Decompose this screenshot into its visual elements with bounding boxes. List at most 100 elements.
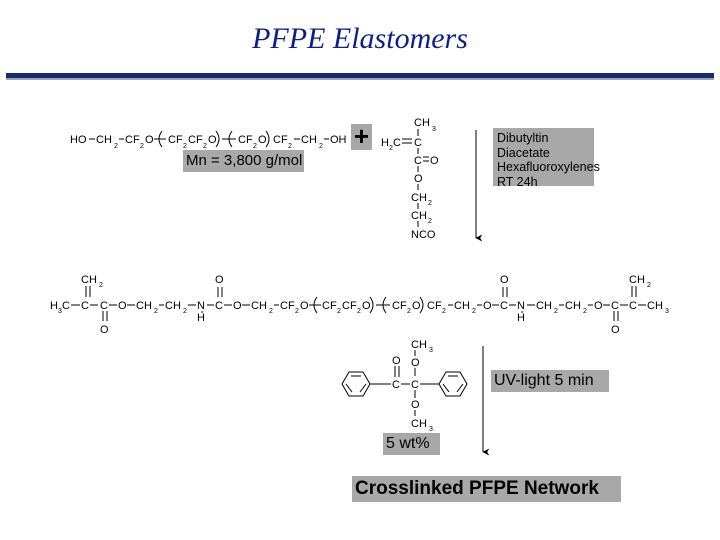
prod-bb-cf2-a: CF: [322, 300, 337, 312]
prod-right-ch2-a-sub: 2: [583, 308, 587, 315]
prod-left-h3c-sub: 3: [58, 308, 62, 315]
prod-bb-o-a: O: [362, 300, 371, 312]
plus-sign: +: [351, 123, 372, 150]
prod-right-urethane-o-top: O: [500, 274, 509, 286]
iem-ester-o: O: [414, 173, 423, 185]
prod-left-nh: H: [197, 312, 205, 324]
iem-ch3-sub: 3: [432, 126, 436, 133]
diol-ch2-a: CH: [96, 134, 112, 146]
prod-right-nh: H: [517, 312, 525, 324]
prod-left-c2: C: [100, 300, 108, 312]
prod-right-ch2-b: CH: [536, 300, 552, 312]
diol-cf2-a-sub: 2: [140, 143, 144, 150]
diol-cf2-e-sub: 2: [288, 143, 292, 150]
prod-left-h3c-c: C: [62, 300, 70, 312]
iem-carbonyl-o: O: [430, 155, 439, 167]
page-title: PFPE Elastomers: [252, 22, 468, 55]
diol-cf2-d-sub: 2: [253, 143, 257, 150]
isocyanatoethyl-methacrylate: CH 3 H 2 C C C O O CH 2 CH 2 NCO: [381, 117, 439, 241]
prod-left-ch2-c: CH: [251, 300, 267, 312]
prod-left-cf2-o: O: [300, 300, 309, 312]
prod-right-c1: C: [629, 300, 637, 312]
dmpa-ch3-bottom: CH: [411, 418, 427, 430]
prod-right-n: N: [517, 300, 525, 312]
iem-c2: C: [414, 155, 422, 167]
photoinitiator-dmpa: C O C O CH 3 O CH 3: [341, 339, 468, 433]
prod-left-urethane-o-top: O: [215, 274, 224, 286]
prod-left-carbonyl-o: O: [100, 324, 109, 336]
diol-ch2-a-sub: 2: [114, 143, 118, 150]
prod-bb-cf2-d-sub: 2: [442, 308, 446, 315]
diol-o-c: O: [258, 134, 267, 146]
prod-left-h3c: H: [50, 300, 58, 312]
prod-left-urethane-o: O: [233, 300, 242, 312]
iem-ch2-a: CH: [411, 192, 427, 204]
diol-oh: OH: [330, 134, 347, 146]
prod-left-cf2: CF: [280, 300, 295, 312]
reaction-conditions: Dibutyltin Diacetate Hexafluoroxylenes R…: [493, 128, 600, 189]
photoinitiator-amount-label: 5 wt%: [383, 433, 440, 455]
time-label: RT 24h: [497, 174, 538, 189]
iem-h2c: H: [381, 137, 389, 149]
prod-left-ch2-c-sub: 2: [269, 308, 273, 315]
diol-cf2-c-sub: 2: [203, 143, 207, 150]
product-label: Crosslinked PFPE Network: [352, 476, 621, 502]
dmpa-carbonyl-o: O: [392, 355, 401, 367]
iem-c1: C: [414, 137, 422, 149]
iem-ch2-b-sub: 2: [428, 218, 432, 225]
prod-right-ch3-sub: 3: [665, 308, 669, 315]
pfpe-diol: HO CH 2 CF 2 O CF 2 CF 2 O CF 2 O CF 2 C…: [70, 130, 347, 150]
prod-left-cf2-sub: 2: [295, 308, 299, 315]
prod-left-ester-o: O: [118, 300, 127, 312]
prod-bb-cf2-c: CF: [392, 300, 407, 312]
iem-nco: NCO: [411, 229, 436, 241]
prod-right-carbonyl-o: O: [611, 324, 620, 336]
prod-bb-o-b: O: [412, 300, 421, 312]
dmpa-methoxy-o-bottom: O: [411, 399, 420, 411]
prod-bb-cf2-b-sub: 2: [357, 308, 361, 315]
prod-left-ch2-a: CH: [136, 300, 152, 312]
solvent-label: Hexafluoroxylenes: [497, 160, 600, 174]
pfpe-dimethacrylate: CH 2 H 3 C C C O O CH 2 CH 2 N H C O O C…: [50, 274, 669, 336]
prod-bb-cf2-b: CF: [342, 300, 357, 312]
prod-right-ch2-top: CH: [629, 274, 645, 286]
iem-ch2-b: CH: [411, 210, 427, 222]
dmpa-quaternary-c: C: [411, 379, 419, 391]
prod-right-urethane-c: C: [500, 300, 508, 312]
prod-left-ch2-top: CH: [81, 274, 97, 286]
prod-left-c1: C: [81, 300, 89, 312]
diol-cf2-e: CF: [273, 134, 288, 146]
prod-right-ch2-c: CH: [454, 300, 470, 312]
iem-h2c-c: C: [393, 137, 401, 149]
prod-left-ch2-b-sub: 2: [183, 308, 187, 315]
title-divider: [6, 73, 714, 80]
iem-h2c-sub: 2: [389, 145, 393, 152]
prod-bb-cf2-a-sub: 2: [337, 308, 341, 315]
prod-left-ch2-b: CH: [165, 300, 181, 312]
prod-right-ch2-top-sub: 2: [647, 282, 651, 289]
prod-right-ch3: CH: [647, 300, 663, 312]
diol-ch2-b: CH: [301, 134, 317, 146]
dmpa-methoxy-o-top: O: [411, 357, 420, 369]
prod-bb-cf2-d: CF: [427, 300, 442, 312]
diol-ho: HO: [70, 134, 87, 146]
diol-o-b: O: [208, 134, 217, 146]
iem-ch3: CH: [414, 117, 430, 129]
diol-cf2-b: CF: [168, 134, 183, 146]
prod-right-c2: C: [611, 300, 619, 312]
prod-bb-cf2-c-sub: 2: [407, 308, 411, 315]
diol-cf2-b-sub: 2: [183, 143, 187, 150]
diol-o-a: O: [145, 134, 154, 146]
diol-cf2-d: CF: [238, 134, 253, 146]
dmpa-ch3-top: CH: [411, 339, 427, 351]
diol-cf2-c: CF: [188, 134, 203, 146]
dmpa-ch3-top-sub: 3: [429, 347, 433, 354]
prod-left-urethane-c: C: [215, 300, 223, 312]
iem-ch2-a-sub: 2: [428, 200, 432, 207]
prod-right-ch2-b-sub: 2: [554, 308, 558, 315]
diol-ch2-b-sub: 2: [319, 143, 323, 150]
prod-left-ch2-top-sub: 2: [99, 282, 103, 289]
prod-right-urethane-o: O: [483, 300, 492, 312]
dmpa-carbonyl-c: C: [392, 379, 400, 391]
